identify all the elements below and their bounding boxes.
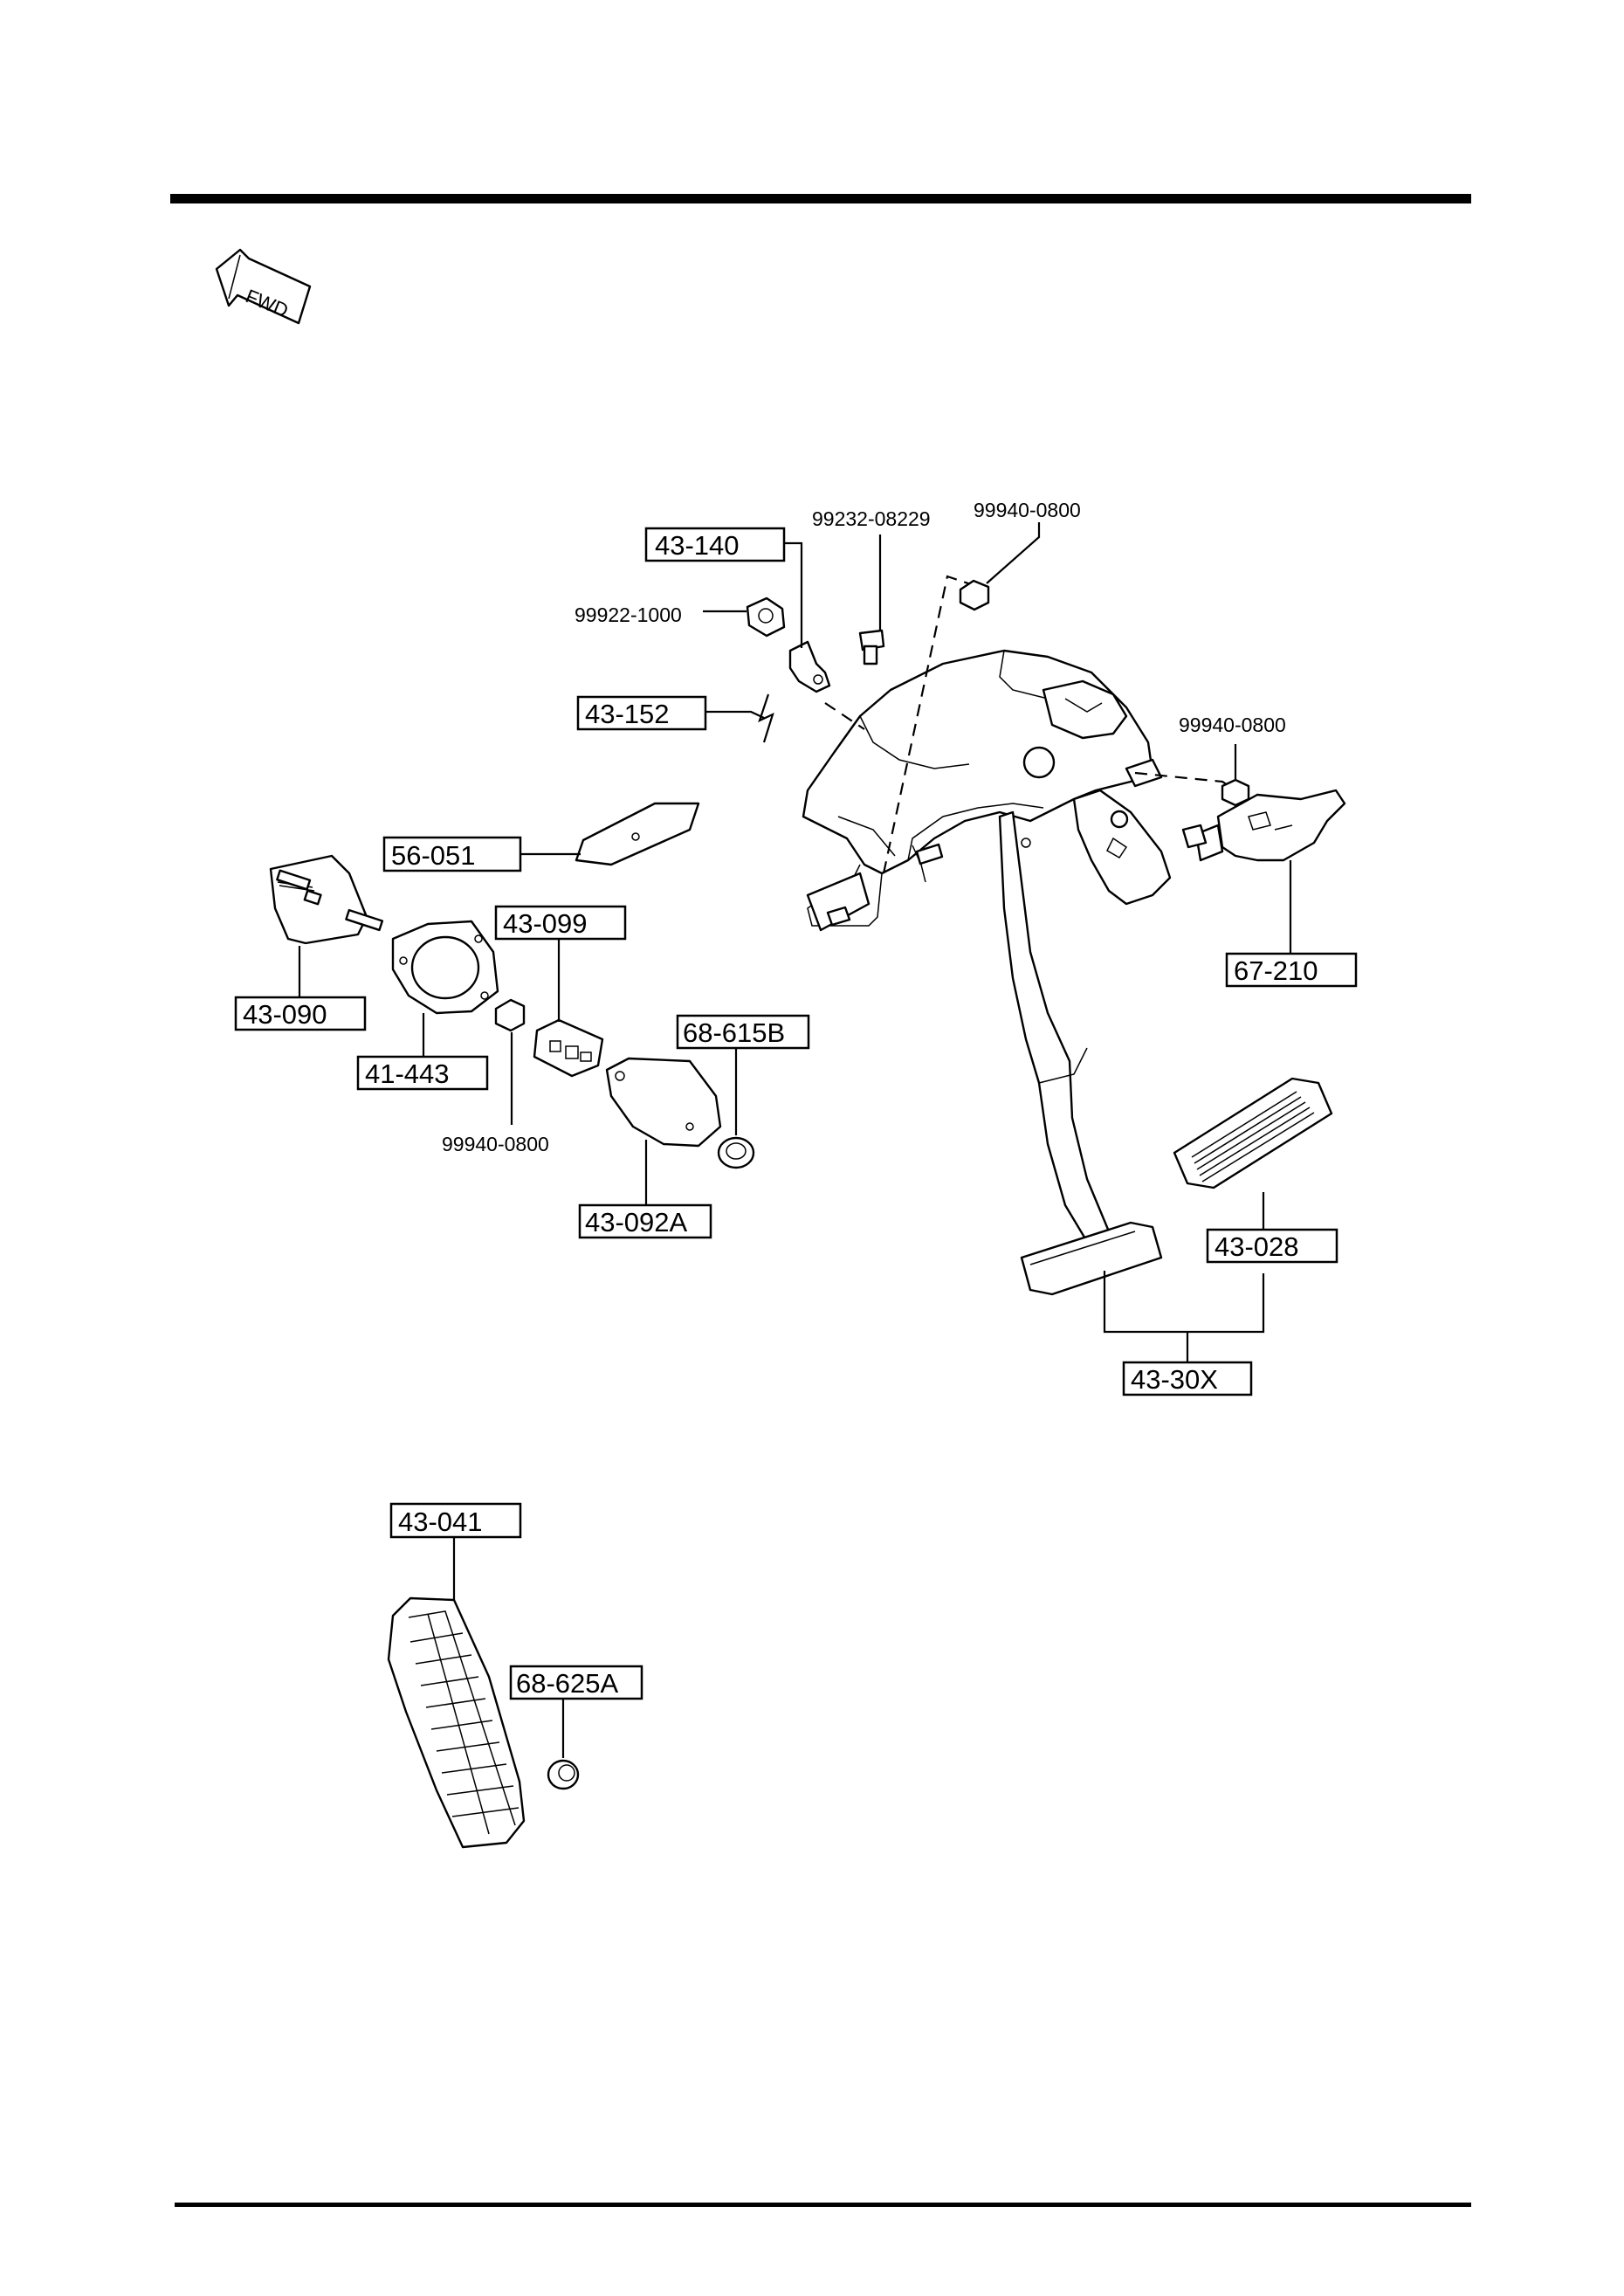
- part-43-041-icon: [387, 1596, 526, 1849]
- footer-rule: [175, 2203, 1471, 2207]
- svg-text:43-152: 43-152: [585, 699, 670, 729]
- part-43-152-icon: [758, 693, 774, 743]
- label-41-443: 41-443: [356, 1055, 489, 1091]
- svg-text:43-140: 43-140: [655, 530, 740, 561]
- label-99232-08229: 99232-08229: [812, 507, 931, 530]
- svg-text:41-443: 41-443: [365, 1058, 450, 1089]
- part-43-140-icon: [788, 640, 831, 693]
- label-56-051: 56-051: [382, 836, 522, 872]
- part-56-051-icon: [575, 802, 700, 866]
- fwd-arrow-icon: FWD: [215, 248, 312, 325]
- svg-text:68-625A: 68-625A: [516, 1668, 619, 1699]
- svg-text:43-028: 43-028: [1215, 1231, 1299, 1262]
- label-43-140: 43-140: [644, 527, 786, 562]
- label-68-615B: 68-615B: [676, 1014, 810, 1050]
- svg-text:67-210: 67-210: [1234, 955, 1318, 986]
- part-43-099-icon: [533, 1018, 604, 1078]
- svg-text:56-051: 56-051: [391, 840, 476, 871]
- label-43-092A: 43-092A: [578, 1203, 712, 1239]
- label-43-099: 43-099: [494, 905, 627, 941]
- nut-99940-0800-left-icon: [494, 998, 526, 1032]
- label-67-210: 67-210: [1225, 952, 1358, 988]
- label-43-090: 43-090: [234, 996, 367, 1031]
- label-99922-1000: 99922-1000: [575, 603, 682, 626]
- part-67-210-icon: [1181, 789, 1346, 862]
- label-68-625A: 68-625A: [509, 1665, 643, 1700]
- part-43-028-icon: [1173, 1077, 1333, 1189]
- part-43-090-icon: [269, 854, 384, 945]
- nut-99940-0800-top-icon: [959, 579, 990, 611]
- leader-lines: [298, 522, 1292, 1758]
- label-43-028: 43-028: [1206, 1228, 1338, 1264]
- label-99940-0800-left: 99940-0800: [442, 1133, 549, 1155]
- svg-text:43-041: 43-041: [398, 1507, 483, 1537]
- label-43-152: 43-152: [576, 695, 707, 731]
- svg-text:68-615B: 68-615B: [683, 1017, 785, 1048]
- part-41-443-icon: [391, 920, 499, 1015]
- pedal-bracket-assembly: [802, 649, 1172, 1251]
- label-99940-0800-right: 99940-0800: [1179, 714, 1286, 736]
- brake-pedal-pad-icon: [1020, 1221, 1163, 1296]
- grommet-68-625A-icon: [547, 1759, 580, 1790]
- header-rule: [170, 194, 1471, 203]
- bushing-68-615B-icon: [717, 1136, 755, 1169]
- nut-99922-1000-icon: [746, 596, 786, 638]
- svg-text:43-092A: 43-092A: [585, 1207, 688, 1238]
- label-43-041: 43-041: [389, 1502, 522, 1539]
- label-43-30X: 43-30X: [1122, 1361, 1253, 1396]
- assembly-line-1: [882, 575, 974, 874]
- part-43-092A-icon: [605, 1057, 722, 1148]
- assembly-line-3: [824, 702, 865, 730]
- svg-text:43-099: 43-099: [503, 908, 588, 939]
- svg-text:43-090: 43-090: [243, 999, 327, 1030]
- label-99940-0800-top: 99940-0800: [974, 499, 1081, 521]
- svg-text:43-30X: 43-30X: [1131, 1364, 1218, 1395]
- assembly-line-2: [1134, 771, 1236, 791]
- bolt-99232-08229-icon: [858, 629, 885, 665]
